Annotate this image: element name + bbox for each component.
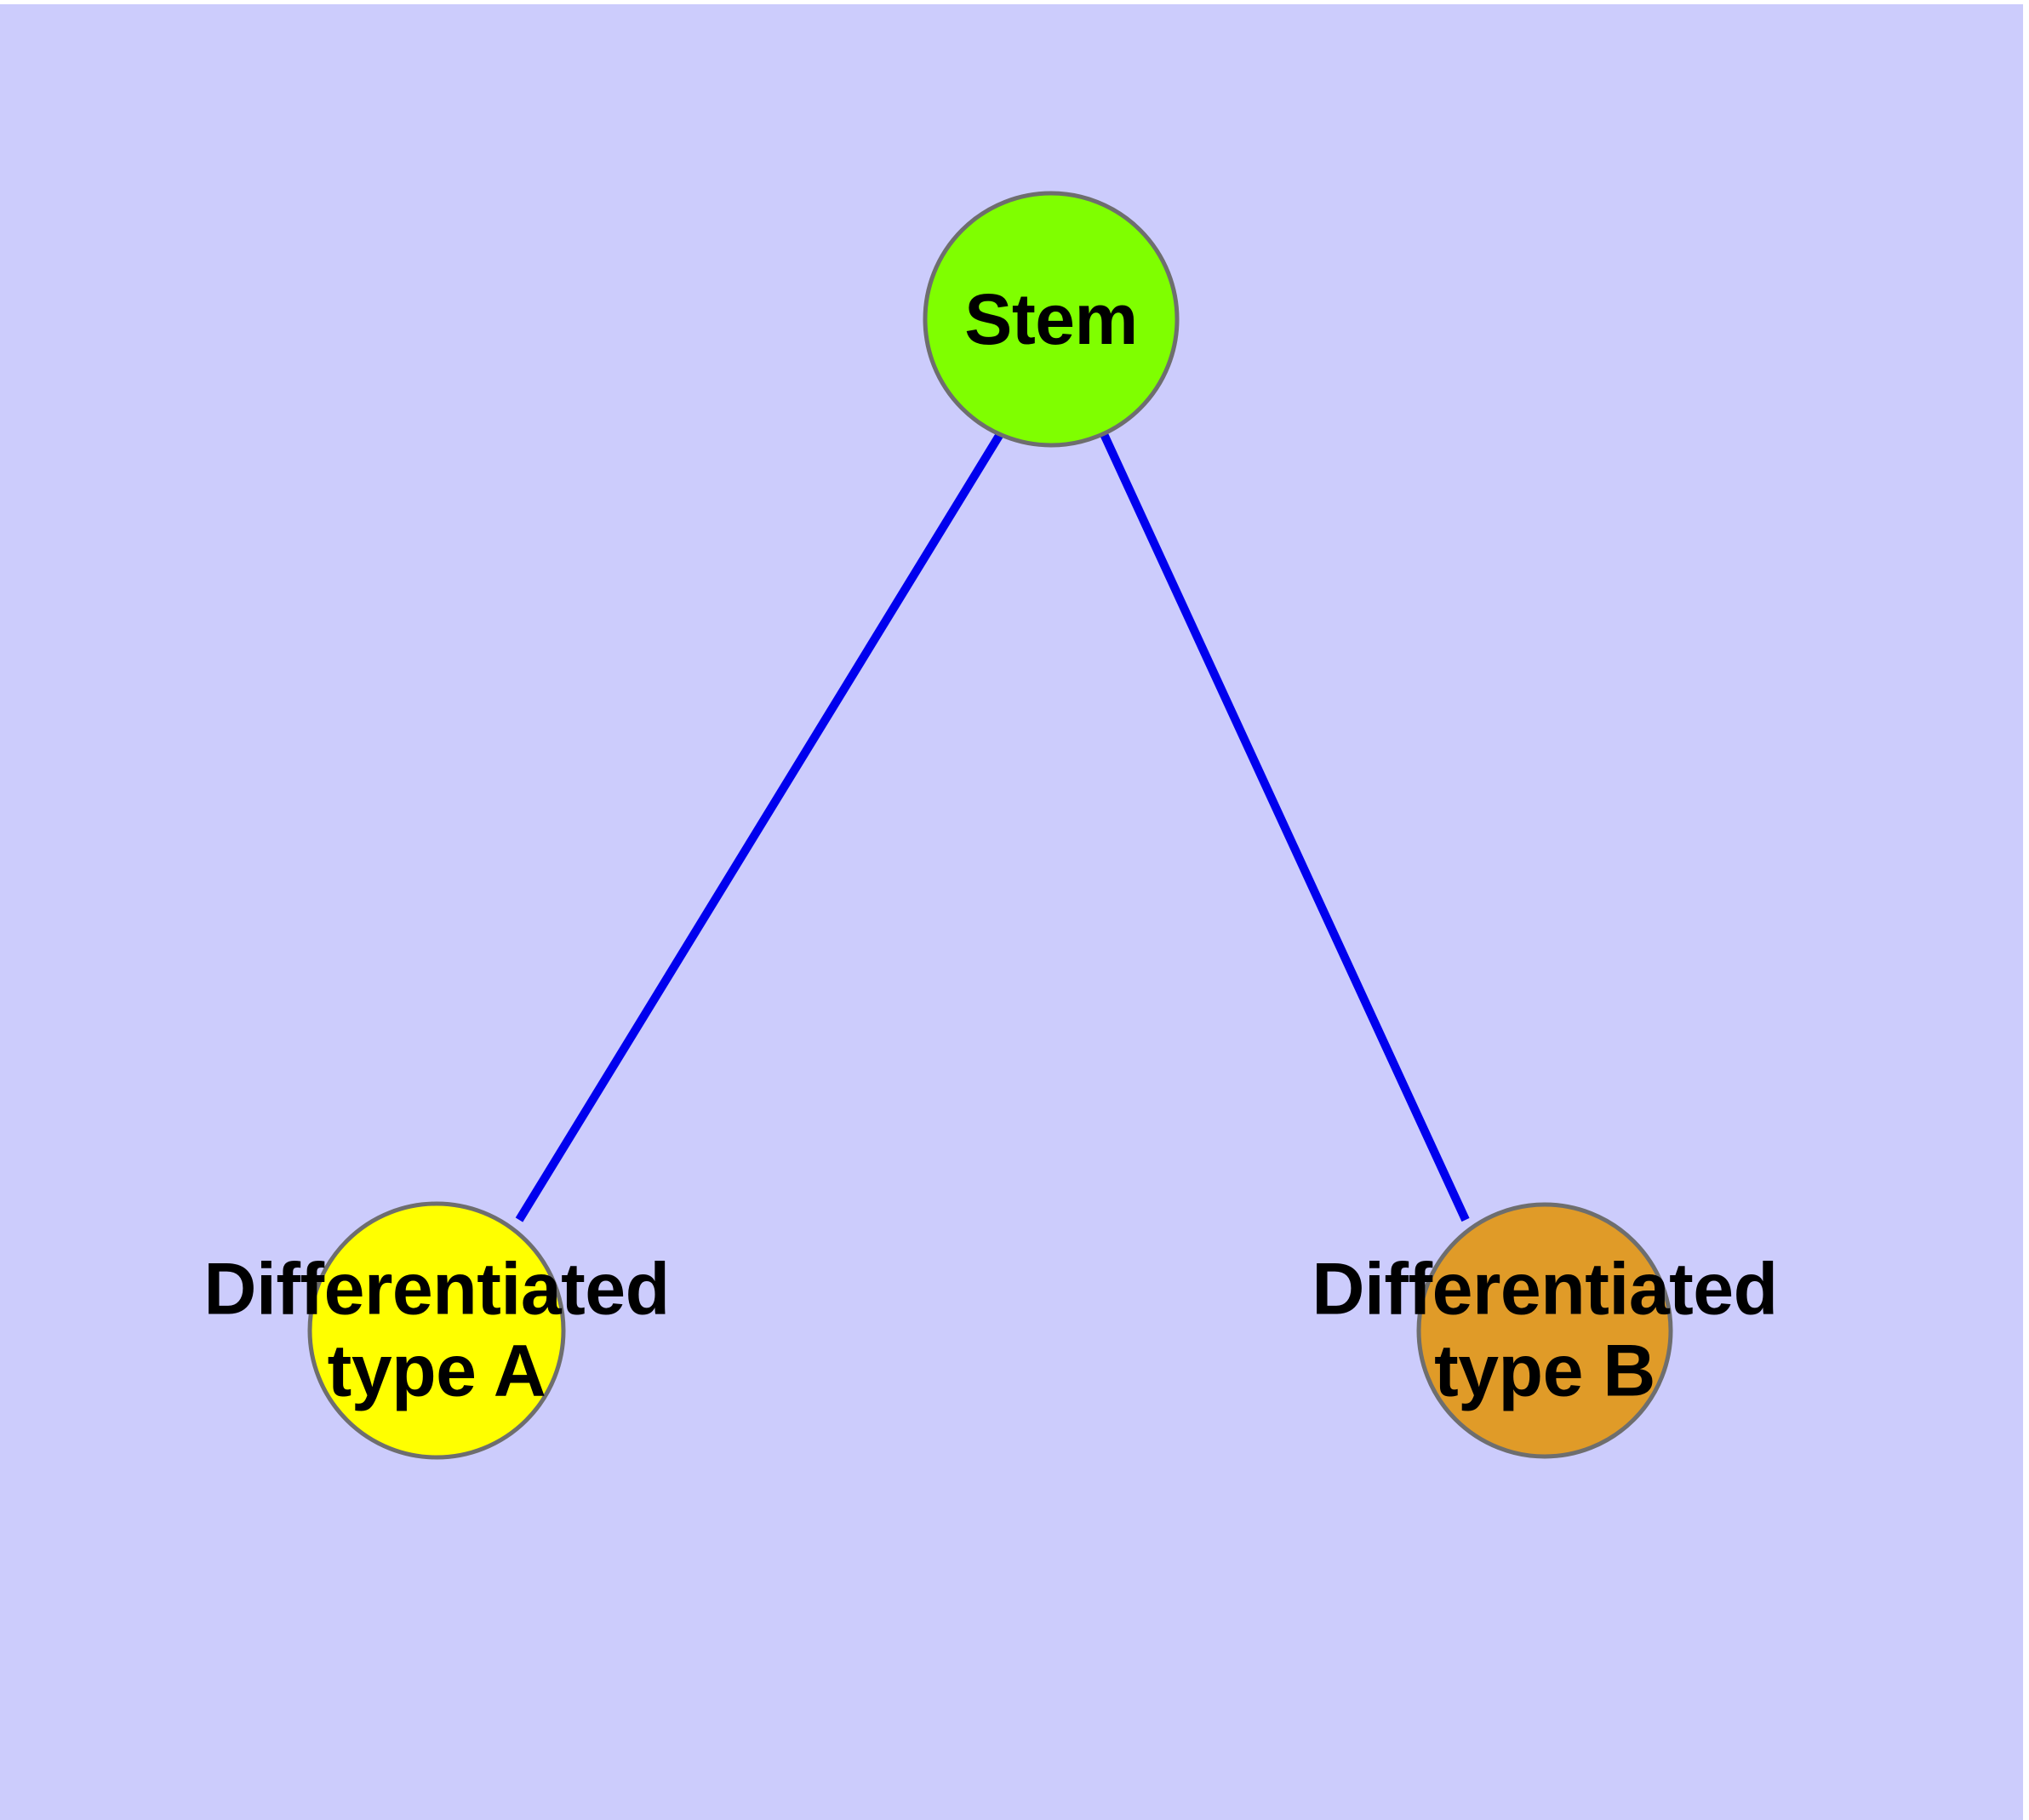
edge-stem-to-differentiated-type-b[interactable] bbox=[1100, 432, 1470, 1222]
node-differentiated-type-a[interactable] bbox=[307, 1201, 566, 1460]
node-differentiated-type-b[interactable] bbox=[1416, 1202, 1673, 1459]
node-layer bbox=[307, 191, 1673, 1460]
edge-stem-to-differentiated-type-a[interactable] bbox=[515, 432, 1004, 1222]
node-stem[interactable] bbox=[923, 191, 1180, 448]
edge-layer bbox=[515, 432, 1470, 1222]
